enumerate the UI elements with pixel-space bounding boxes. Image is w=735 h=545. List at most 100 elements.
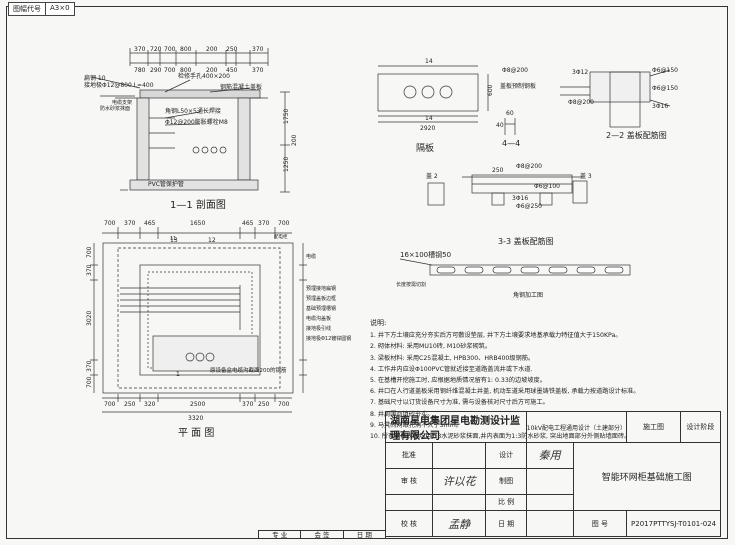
s11-top-dim-6: 370: [252, 46, 264, 53]
section-4-4-title: 4—4: [502, 139, 520, 148]
s11-label-5: Φ12@200膨胀螺栓M8: [165, 118, 228, 126]
s11-top2-dim-2: 700: [164, 67, 176, 74]
stage-label: 设计阶段: [679, 411, 722, 443]
channel-label: 16×100槽钢50: [400, 250, 451, 259]
plan-label-9: 接地极Φ12镀锌圆钢: [306, 335, 351, 342]
plate-label-1: 盖板预制钢板: [500, 82, 536, 90]
plan-label-10: 原设备盒电缆沟截面200的钢筋: [210, 366, 287, 374]
channel-drawing: [399, 258, 631, 276]
s11-top-dim-0: 370: [134, 46, 146, 53]
plan-top2-dim-1: 12: [208, 237, 216, 244]
plan-label-0: 配电柜: [274, 233, 288, 240]
s11-side-dim-2: 200: [291, 134, 298, 146]
plan-top-dim-3: 1650: [190, 220, 205, 227]
s33-label-6: 盖 3: [580, 172, 592, 180]
plan-top-dim-4: 465: [242, 220, 254, 227]
s11-top2-dim-3: 800: [180, 67, 192, 74]
s11-label-1: 接地极Φ12@800 L=400: [84, 81, 154, 89]
plan-label-8: 接地极引线: [306, 325, 331, 332]
s11-label-7: 电缆支架: [112, 99, 132, 106]
note-item: 4. 工作井内应设Φ100PVC管就近接至道路盖流井或下水道.: [370, 365, 533, 373]
plan-top-dim-1: 370: [124, 220, 136, 227]
s33-label-2: Φ8@200: [516, 163, 542, 170]
plan-label-5: 预埋盖板边框: [306, 295, 336, 302]
plan-bot-dim-3: 2500: [190, 401, 205, 408]
channel-title: 角钢加工图: [513, 291, 543, 299]
section-1-1-title: 1—1 剖面图: [170, 198, 226, 211]
review-label: 审 核: [385, 467, 433, 495]
plate-drawing: [377, 65, 489, 123]
s11-top2-dim-0: 780: [134, 67, 146, 74]
section-4-4-drawing: [504, 118, 516, 135]
note-item: 5. 在基槽开挖施工时, 应根据地质情况留有1: 0.33的边坡坡度。: [370, 377, 546, 385]
s11-label-6: PVC管保护管: [148, 180, 184, 188]
plan-top-dim-0: 700: [104, 220, 116, 227]
plan-title: 平 面 图: [178, 427, 214, 439]
drawing-name: 智能环网柜基础施工图: [572, 441, 722, 512]
s11-top-dim-4: 200: [206, 46, 218, 53]
s33-label-3: Φ6@100: [534, 183, 560, 190]
s11-label-0: 扁钢 10: [84, 74, 106, 82]
plan-drawing: [90, 227, 307, 413]
section-3-3-title: 3-3 盖板配筋图: [498, 236, 554, 246]
plan-label-6: 基础预埋槽钢: [306, 305, 336, 312]
scale-label: 比 例: [485, 493, 527, 512]
plan-side-dim-0: 700: [86, 246, 93, 258]
s33-label-1: 250: [492, 167, 504, 174]
plate-label-0: Φ8@200: [502, 67, 528, 74]
note-item: 6. 井口在人行道盖板采用钢纤维混凝土井盖, 机动车道采用球墨铸铁盖板, 承载力…: [370, 388, 640, 396]
drawing-no: P2017PTTYSJ-T0101-024: [626, 510, 721, 537]
s11-side-dim-0: 1750: [283, 109, 290, 124]
plate-title: 隔板: [416, 142, 434, 154]
s22-label-1: Φ6@150: [652, 67, 678, 74]
plan-label-7: 电缆沟盖板: [306, 315, 331, 322]
plan-side-dim-4: 700: [86, 376, 93, 388]
plate-dim-1: 14: [425, 115, 433, 122]
s11-label-8: 防水砂浆抹面: [100, 105, 130, 112]
s44-dim-0: 60: [506, 110, 514, 117]
check-signature: 孟静: [431, 510, 487, 537]
notes-title: 说明:: [370, 319, 387, 327]
date-label: 日 期: [485, 510, 527, 537]
drawing-no-label: 图 号: [572, 510, 628, 537]
note-item: 3. 梁板材料: 采用C25混凝土, HPB300、HRB400级钢筋。: [370, 354, 535, 362]
plan-side-dim-3: 370: [86, 360, 93, 372]
plate-dim-2: 2920: [420, 125, 435, 132]
s11-label-4: 角钢L50×5通长焊接: [165, 107, 221, 115]
plate-dim-0: 14: [425, 58, 433, 65]
plan-side-dim-2: 3020: [86, 311, 93, 326]
note-item: 2. 砌体材料: 采用MU10砖, M10砂浆砌筑。: [370, 343, 492, 351]
sheet-code-label: 图幅代号: [9, 3, 46, 15]
note-item: 7. 基础尺寸以订货设备尺寸为准, 需与设备核对尺寸后方可施工。: [370, 399, 549, 407]
note-item: 1. 井下方土壤应充分夯实后方可敷设垫层, 井下方土壤要求地基承载力特征值大于1…: [370, 332, 622, 340]
stage-value: 施工图: [626, 411, 681, 443]
plan-top2-dim-0: 13: [170, 237, 178, 244]
strip-countersign: 会 签: [300, 530, 343, 539]
sheet-code-tag: 图幅代号 A3×0: [8, 2, 75, 16]
s22-label-4: Φ8@200: [568, 99, 594, 106]
design-signature: 秦用: [525, 442, 574, 469]
plan-side-dim-1: 370: [86, 264, 93, 276]
s11-label-2: 检修手孔400×200: [178, 72, 230, 80]
plan-label-2: 11: [170, 236, 176, 242]
s11-top-dim-1: 720: [150, 46, 162, 53]
s22-label-3: 3Φ16: [652, 103, 668, 110]
approve-label: 批准: [385, 442, 433, 469]
section-3-3-drawing: [427, 174, 588, 206]
s11-top2-dim-5: 450: [226, 67, 238, 74]
plan-bot-dim-0: 700: [104, 401, 116, 408]
s11-top2-dim-1: 290: [150, 67, 162, 74]
s11-side-dim-1: 1250: [283, 157, 290, 172]
channel-sub: 长度按需切割: [396, 281, 426, 288]
plan-top-dim-2: 465: [144, 220, 156, 227]
plan-label-1: 电缆: [306, 253, 316, 260]
plan-bot-dim-4: 370: [242, 401, 254, 408]
plan-total-dim: 3320: [188, 415, 203, 422]
s33-label-0: 盖 2: [426, 172, 438, 180]
s11-top-dim-5: 250: [226, 46, 238, 53]
s22-label-0: 3Φ12: [572, 69, 588, 76]
section-2-2-drawing: [560, 69, 671, 128]
strip-discipline: 专 业: [258, 530, 301, 539]
plan-top-dim-5: 370: [258, 220, 270, 227]
